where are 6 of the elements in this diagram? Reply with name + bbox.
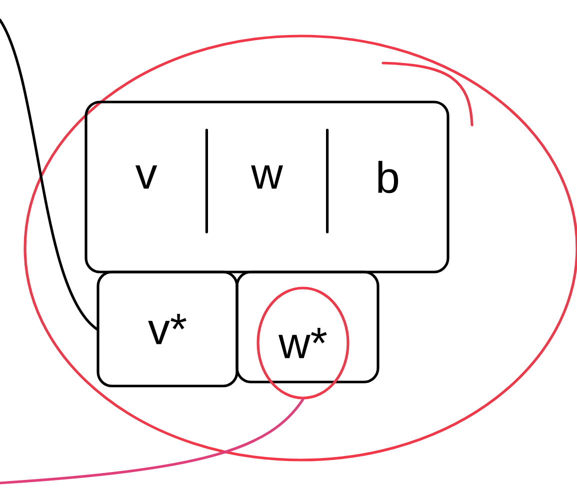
line [0, 18, 98, 330]
box: v* [96, 270, 238, 388]
table-box: v w b [84, 100, 450, 274]
line [0, 398, 304, 484]
circled-label: w* [256, 286, 350, 400]
box [236, 270, 380, 384]
